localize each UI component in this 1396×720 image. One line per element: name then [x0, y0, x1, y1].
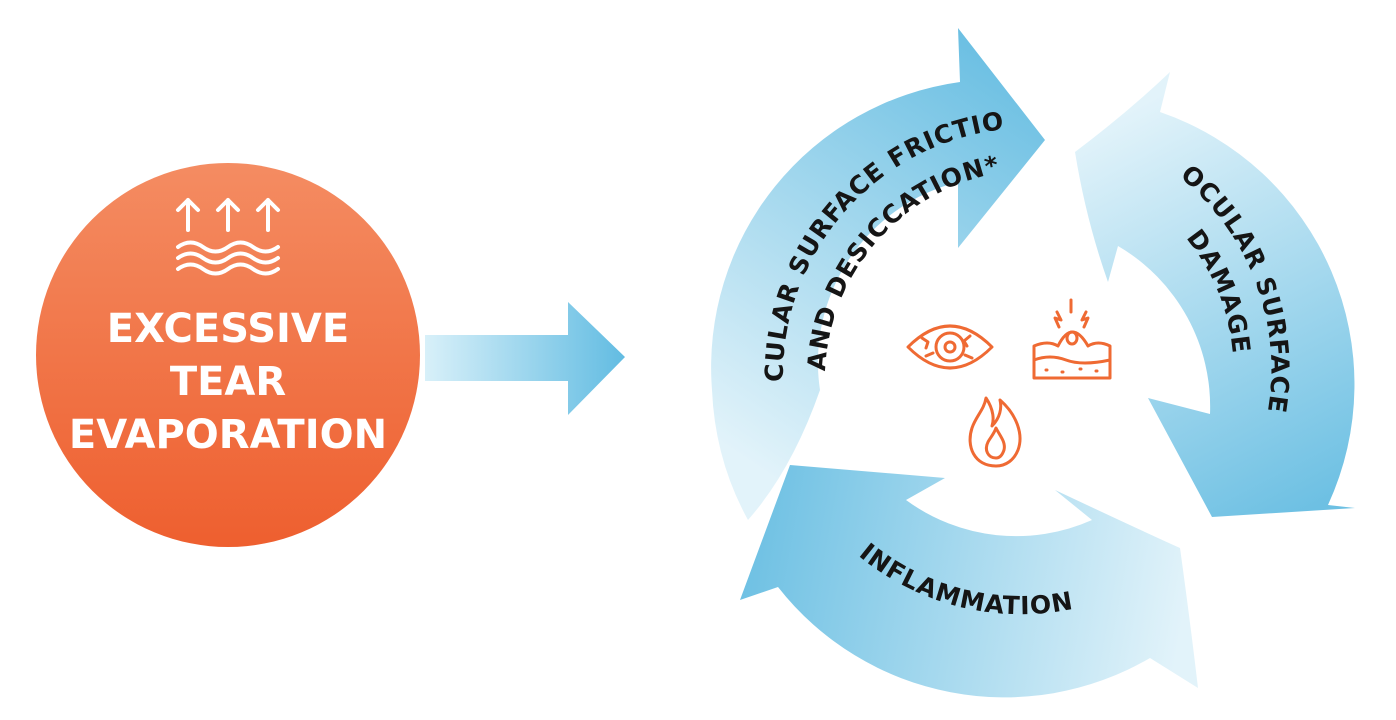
cycle-arrow-friction	[711, 28, 1045, 520]
cycle-arrow-inflammation	[740, 465, 1198, 698]
irritated-eye-icon	[906, 324, 994, 370]
source-label-line-1: EXCESSIVE	[107, 306, 349, 352]
connector-arrow	[425, 302, 625, 415]
source-label-line-3: EVAPORATION	[69, 412, 387, 458]
evaporation-icon	[176, 198, 280, 276]
flame-icon	[968, 396, 1022, 468]
source-label-line-2: TEAR	[170, 359, 286, 405]
damaged-tissue-icon	[1032, 298, 1112, 380]
source-circle: EXCESSIVE TEAR EVAPORATION	[36, 163, 420, 547]
source-circle-shape	[36, 163, 420, 547]
cycle-arrow-damage	[1075, 72, 1355, 517]
